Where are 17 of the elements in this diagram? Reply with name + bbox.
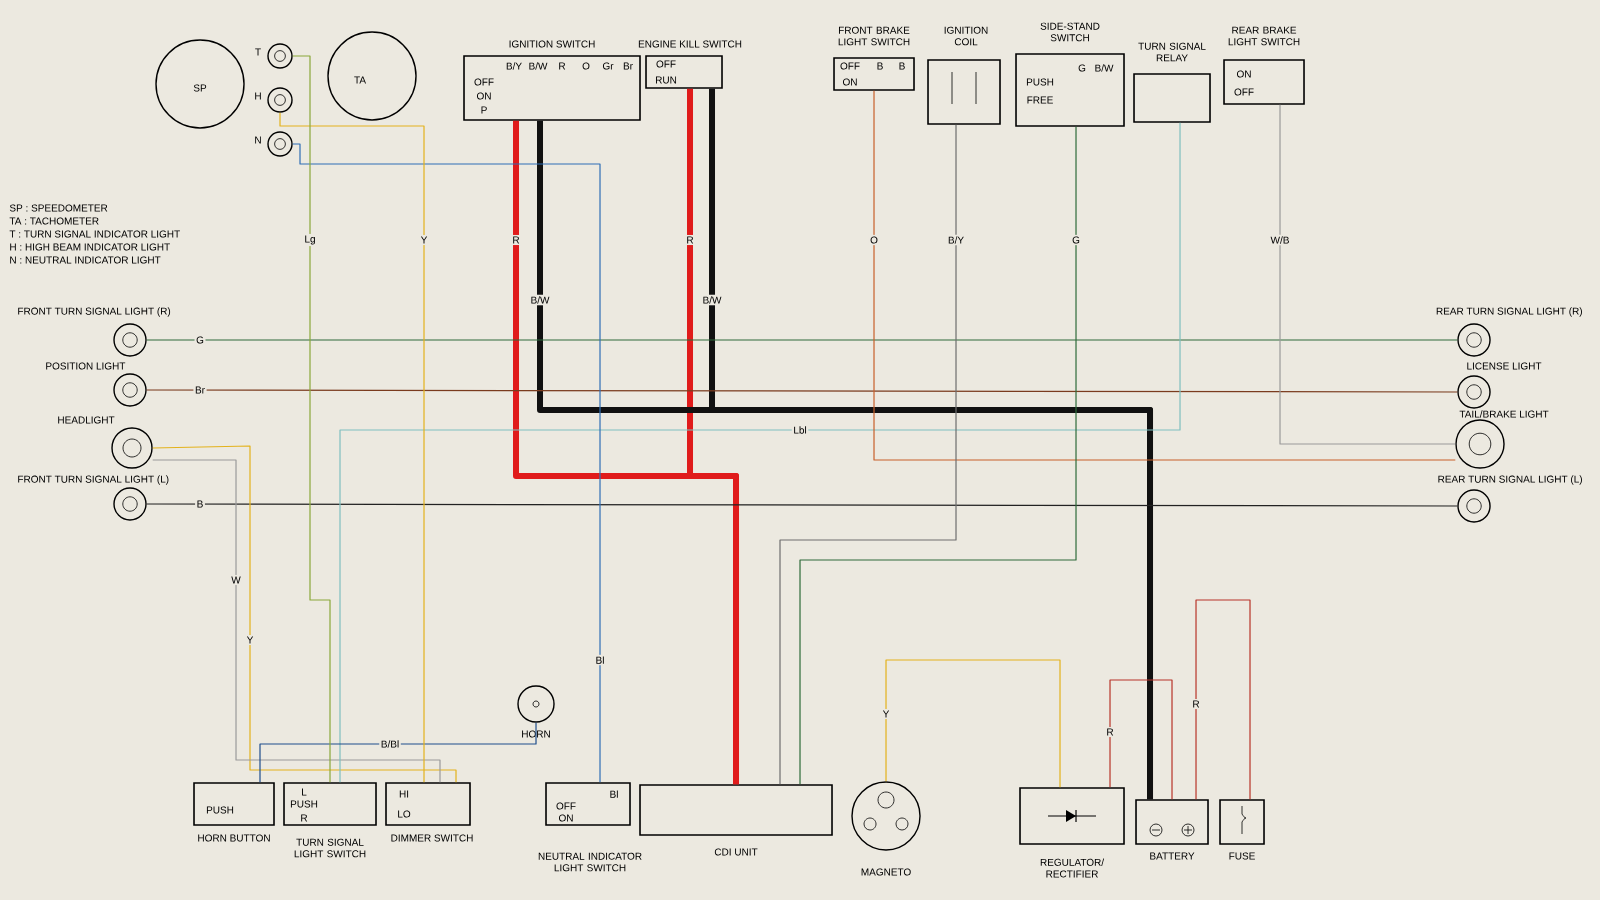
wire: [146, 339, 1458, 341]
wire: [1195, 599, 1251, 800]
wire: [292, 55, 331, 783]
wire: [259, 722, 537, 783]
wire: [779, 124, 957, 785]
wire: [873, 90, 1456, 461]
wire: [292, 143, 601, 783]
wire: [146, 389, 1458, 393]
wire: [279, 112, 425, 783]
wire: [1109, 679, 1173, 800]
wire: [146, 503, 1458, 507]
wire: [799, 126, 1077, 785]
wire: [1279, 104, 1456, 445]
wire: [709, 88, 1153, 800]
wire: [687, 88, 739, 785]
wire: [885, 659, 1061, 788]
wire: [339, 122, 1181, 783]
